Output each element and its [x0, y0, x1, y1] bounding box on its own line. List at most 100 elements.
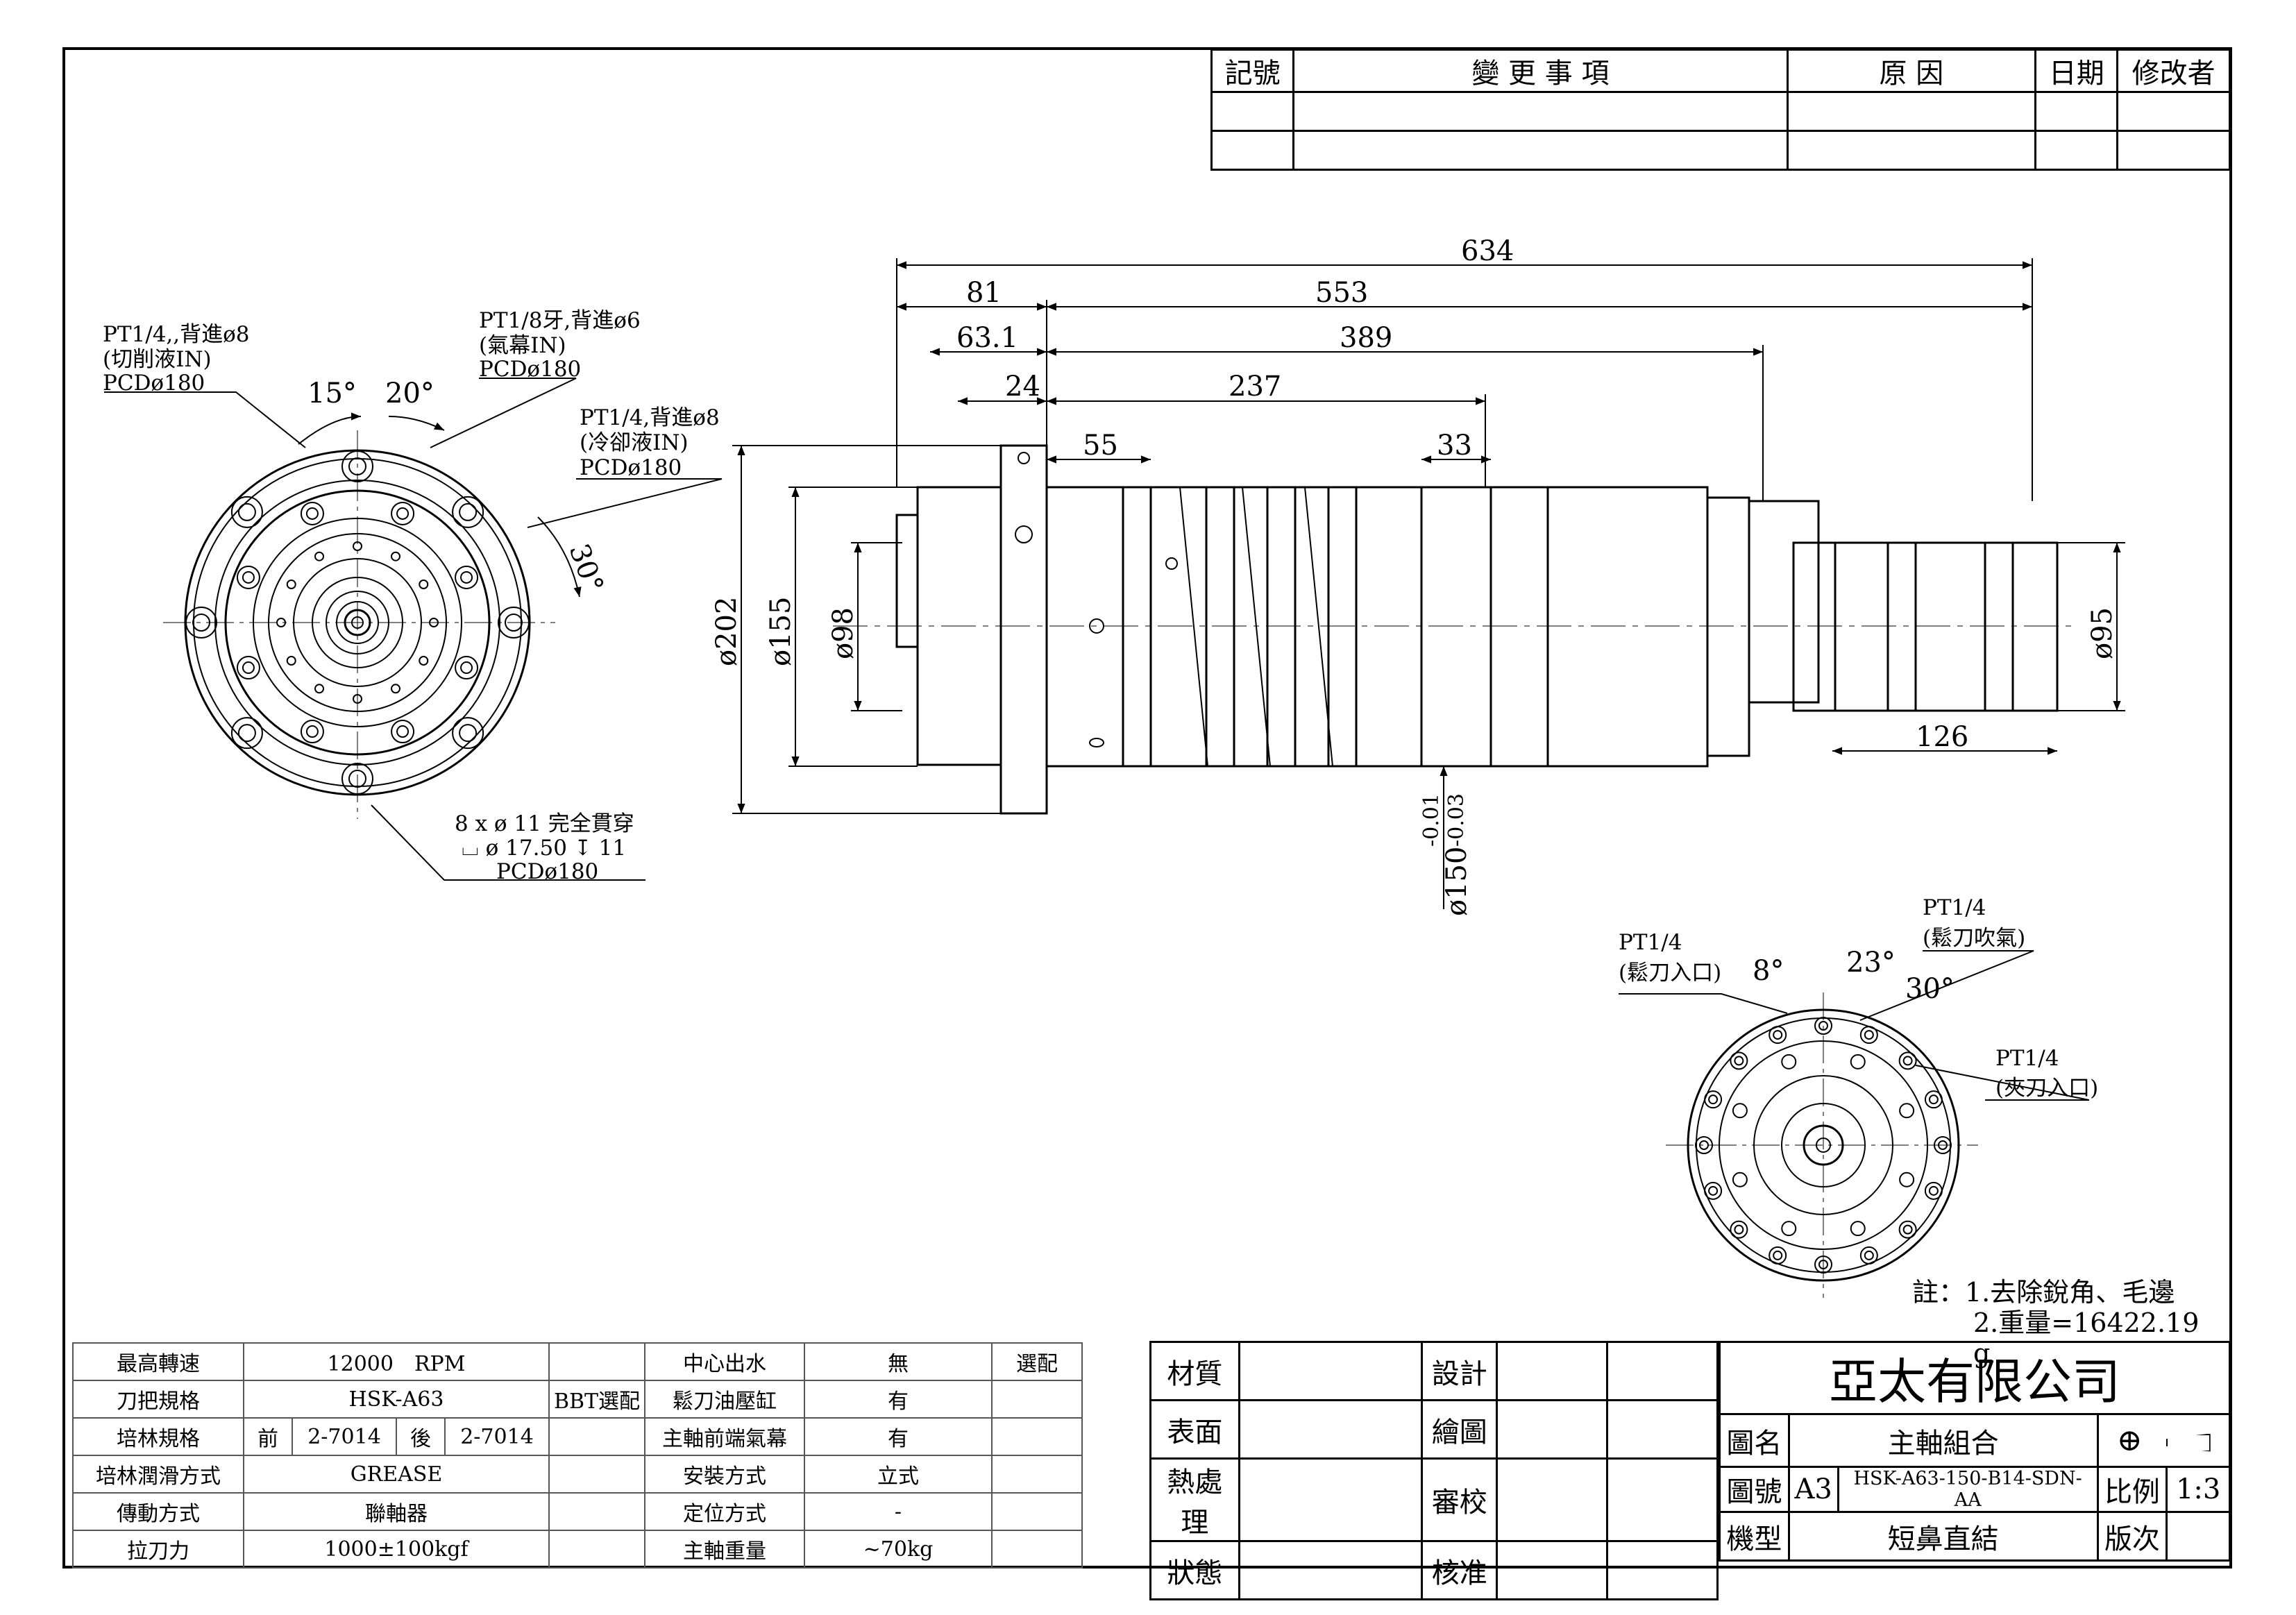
- bolt-hole: [1902, 1056, 1913, 1066]
- rear-port-blow-1: PT1/4: [1923, 895, 1986, 920]
- spec-row: 拉刀力 1000±100kgf 主軸重量 ~70kg: [72, 1530, 1083, 1569]
- bolt-hole: [305, 507, 319, 520]
- bolt-hole: [1928, 1185, 1939, 1196]
- bolt-hole: [460, 661, 473, 675]
- holes-line1: 8 x ø 11 完全貫穿: [455, 811, 634, 836]
- dia-98: ø98: [827, 607, 859, 659]
- rear-angle-8: 8°: [1753, 955, 1784, 987]
- bearing-front-label: 前: [243, 1417, 293, 1456]
- revision-table: 記號 變 更 事 項 原 因 日期 修改者: [1210, 49, 2231, 171]
- bolt-hole: [1730, 1220, 1748, 1239]
- drawing-name: 主軸組合: [1787, 1413, 2099, 1468]
- scale-label: 比例: [2096, 1466, 2168, 1513]
- rev-header-editor: 修改者: [2116, 49, 2231, 93]
- spec-label: 培林潤滑方式: [72, 1455, 244, 1494]
- bolt-hole: [1732, 1103, 1748, 1119]
- bolt-hole: [236, 565, 260, 589]
- model-value: 短鼻直結: [1787, 1511, 2099, 1562]
- bolt-hole: [391, 684, 400, 694]
- bolt-hole: [242, 661, 255, 675]
- spec-value: 聯軸器: [243, 1492, 550, 1531]
- bolt-hole: [1924, 1090, 1943, 1109]
- bolt-hole: [242, 570, 255, 584]
- bolt-hole: [1704, 1181, 1723, 1200]
- rear-port-loosen-2: (鬆刀入口): [1619, 961, 1721, 986]
- drawing-no-label: 圖號: [1719, 1466, 1790, 1513]
- bolt-hole: [1864, 1030, 1874, 1040]
- bolt-hole: [391, 720, 415, 744]
- bolt-hole: [1708, 1094, 1719, 1105]
- bolt-hole: [236, 656, 260, 680]
- drawing-name-label: 圖名: [1719, 1413, 1790, 1468]
- bolt-hole: [230, 496, 263, 528]
- spec-label: 刀把規格: [72, 1380, 244, 1419]
- bolt-hole: [455, 656, 479, 680]
- bolt-hole: [305, 725, 319, 738]
- rev-header-date: 日期: [2034, 49, 2119, 93]
- bolt-hole: [391, 501, 415, 525]
- projection-symbol: ⊕: [2096, 1413, 2231, 1468]
- bolt-hole: [459, 502, 478, 521]
- bolt-hole: [1859, 1026, 1878, 1045]
- bolt-hole: [286, 580, 296, 589]
- port3-line3: PCDø180: [580, 455, 682, 480]
- dim-55: 55: [1083, 430, 1118, 462]
- spec-label: 培林規格: [72, 1417, 244, 1456]
- bolt-hole: [300, 720, 324, 744]
- drawn-label: 繪圖: [1421, 1399, 1499, 1460]
- bolt-hole: [391, 551, 400, 561]
- rear-angle-30: 30°: [1905, 973, 1955, 1005]
- spec-label: 安裝方式: [644, 1455, 805, 1494]
- sheet-size: A3: [1787, 1466, 1839, 1513]
- rev-header-change: 變 更 事 項: [1292, 49, 1789, 93]
- rear-view: [1619, 950, 2090, 1298]
- spec-row: 培林規格 前 2-7014 後 2-7014 主軸前端氣幕 有: [72, 1417, 1083, 1456]
- bolt-hole: [419, 580, 429, 589]
- spec-value: 無: [804, 1342, 993, 1381]
- heat-label: 熱處理: [1149, 1457, 1240, 1542]
- spec-label: 主軸重量: [644, 1530, 805, 1569]
- dim-126: 126: [1916, 721, 1968, 753]
- bolt-hole: [1902, 1224, 1913, 1235]
- bolt-hole: [1928, 1094, 1939, 1105]
- bolt-hole: [452, 496, 484, 528]
- dim-553: 553: [1315, 277, 1368, 309]
- dim-81: 81: [966, 277, 1002, 309]
- bolt-hole: [396, 725, 410, 738]
- design-label: 設計: [1421, 1341, 1499, 1401]
- bolt-hole: [1769, 1246, 1787, 1265]
- port3-line1: PT1/4,背進ø8: [580, 405, 720, 430]
- bolt-hole: [419, 656, 429, 666]
- bolt-hole: [1898, 1220, 1917, 1239]
- bolt-hole: [1732, 1172, 1748, 1187]
- bolt-hole: [1924, 1181, 1943, 1200]
- bolt-hole: [1730, 1051, 1748, 1070]
- bolt-hole: [1773, 1250, 1783, 1260]
- spec-value: GREASE: [243, 1455, 550, 1494]
- spec-table: 最高轉速 12000 RPM 中心出水 無 選配 刀把規格 HSK-A63 BB…: [72, 1342, 1083, 1569]
- spec-value: 1000±100kgf: [243, 1530, 550, 1569]
- spec-value: 有: [804, 1417, 993, 1456]
- version-label: 版次: [2096, 1511, 2168, 1562]
- spec-value: 立式: [804, 1455, 993, 1494]
- sheet-border: [62, 47, 2232, 1569]
- bolt-hole: [1734, 1224, 1744, 1235]
- bolt-hole: [452, 717, 484, 750]
- front-view: [104, 378, 723, 881]
- bolt-hole: [460, 570, 473, 584]
- bolt-hole: [237, 502, 256, 521]
- spec-note: 選配: [991, 1342, 1083, 1381]
- spec-label: 定位方式: [644, 1492, 805, 1531]
- dim-33: 33: [1437, 430, 1472, 462]
- title-block-approvals: 材質 設計 表面 繪圖 熱處理 審校 狀態 核准: [1149, 1341, 1719, 1600]
- bolt-hole: [1781, 1221, 1797, 1237]
- dia-95: ø95: [2086, 607, 2118, 659]
- bolt-hole: [459, 724, 478, 743]
- dim-634: 634: [1461, 235, 1514, 267]
- spec-label: 主軸前端氣幕: [644, 1417, 805, 1456]
- bolt-hole: [1769, 1026, 1787, 1045]
- bolt-hole: [237, 724, 256, 743]
- bolt-hole: [1781, 1054, 1797, 1069]
- surface-label: 表面: [1149, 1399, 1240, 1460]
